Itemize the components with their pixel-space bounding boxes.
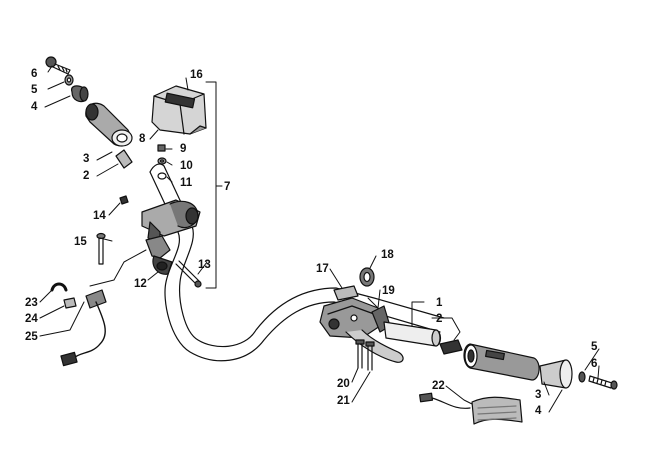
callout-4-left: 4	[31, 101, 38, 113]
callout-9: 9	[180, 143, 186, 155]
callout-17: 17	[316, 263, 329, 275]
right-washer-5	[578, 371, 586, 383]
ring-18	[359, 267, 375, 287]
switch-housing-16	[151, 85, 207, 135]
bolts-20-21	[355, 339, 375, 371]
callouts: 6 5 4 3 2 16 8 9 10 11 7 14 15 13 12 23 …	[25, 68, 598, 417]
callout-21: 21	[337, 395, 350, 407]
callout-25: 25	[25, 331, 38, 343]
nut-14	[119, 195, 129, 205]
heater-element-22	[419, 392, 523, 425]
callout-12: 12	[134, 278, 147, 290]
right-bar-end-4	[539, 359, 573, 389]
callout-15: 15	[74, 236, 87, 248]
left-grip	[85, 102, 133, 147]
callout-23: 23	[25, 297, 38, 309]
callout-5-right: 5	[591, 341, 598, 353]
right-throttle-sleeve	[383, 321, 442, 347]
bolt-15	[96, 232, 106, 265]
callout-6-left: 6	[31, 68, 37, 80]
callout-11: 11	[180, 177, 193, 189]
switch-hardware	[157, 144, 167, 180]
callout-22: 22	[432, 380, 445, 392]
callout-3-left: 3	[83, 153, 89, 165]
callout-2-right: 2	[436, 313, 442, 325]
left-plug-2	[115, 149, 133, 169]
throttle-clamp-assembly	[141, 199, 201, 275]
callout-13: 13	[198, 259, 211, 271]
left-bar-end-4	[71, 85, 89, 103]
callout-1: 1	[436, 297, 443, 309]
right-bolt-6	[588, 375, 618, 390]
callout-20: 20	[337, 378, 350, 390]
right-plug-2	[439, 339, 463, 355]
callout-16: 16	[190, 69, 203, 81]
leader-lines	[39, 65, 600, 413]
callout-4-right: 4	[535, 405, 542, 417]
callout-10: 10	[180, 160, 193, 172]
sensor-harness	[50, 282, 107, 367]
callout-8: 8	[139, 133, 146, 145]
callout-2-left: 2	[83, 170, 89, 182]
screw-13	[175, 260, 202, 288]
callout-7: 7	[224, 181, 230, 193]
callout-3-right: 3	[535, 389, 541, 401]
left-bolt-6	[45, 56, 71, 75]
callout-24: 24	[25, 313, 38, 325]
callout-14: 14	[93, 210, 106, 222]
callout-18: 18	[381, 249, 394, 261]
right-grip	[463, 343, 540, 381]
callout-19: 19	[382, 285, 395, 297]
left-washer-5	[64, 74, 74, 86]
plate-17	[333, 285, 359, 301]
callout-5-left: 5	[31, 84, 38, 96]
callout-6-right: 6	[591, 358, 597, 370]
